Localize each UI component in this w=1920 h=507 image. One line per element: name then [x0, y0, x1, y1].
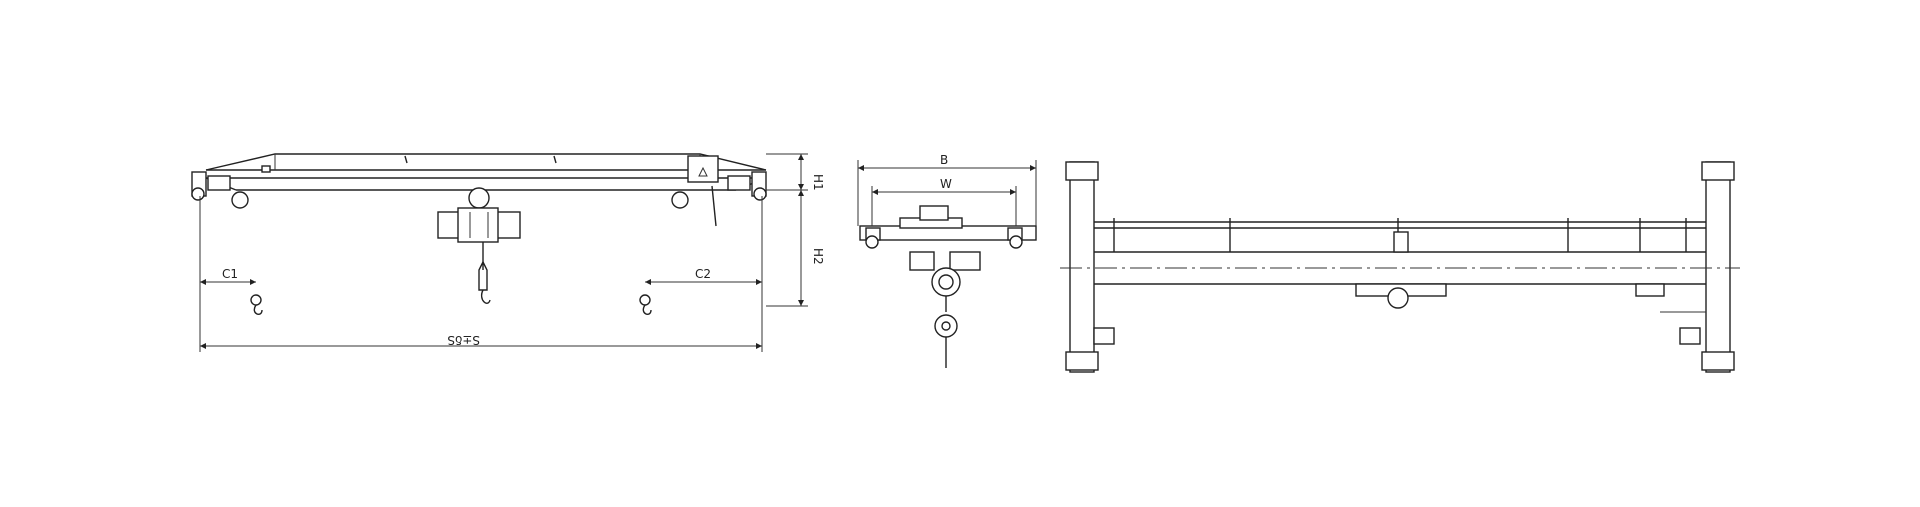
hook-left: [250, 294, 263, 315]
walkway-posts: [1113, 218, 1687, 253]
dimension-h2-label: H2: [811, 248, 825, 265]
end-carriage-right: [671, 171, 767, 209]
dimension-w-label: W: [940, 177, 952, 191]
side-elevation-view: B W: [857, 153, 1037, 368]
trolley-plan: [1355, 283, 1665, 309]
plan-view: [1060, 161, 1740, 373]
end-carriage-plan-right: [1660, 161, 1735, 373]
dimension-b: B: [857, 153, 1037, 226]
dimension-c1: C1: [199, 260, 256, 292]
front-elevation-view: H1 H2 C1 C2 S±δS: [191, 153, 825, 352]
dimension-c2: C2: [645, 260, 763, 292]
main-girder: [205, 153, 767, 191]
dimension-h1: H1: [766, 153, 825, 191]
dimension-c2-label: C2: [695, 267, 711, 281]
hoist-side: [909, 251, 981, 368]
dimension-span: S±δS: [199, 196, 763, 352]
dimension-span-label: S±δS: [447, 333, 480, 347]
hoist-trolley: [437, 187, 521, 304]
end-carriage-left: [191, 171, 249, 209]
dimension-h1-label: H1: [811, 174, 825, 191]
dimension-h2: H2: [766, 190, 825, 307]
dimension-b-label: B: [940, 153, 948, 167]
dimension-w: W: [871, 177, 1017, 226]
dimension-c1-label: C1: [222, 267, 238, 281]
electric-cabinet: [687, 155, 719, 227]
end-carriage-plan-left: [1065, 161, 1115, 373]
hook-right: [639, 294, 652, 315]
end-beam-side: [859, 205, 1037, 249]
